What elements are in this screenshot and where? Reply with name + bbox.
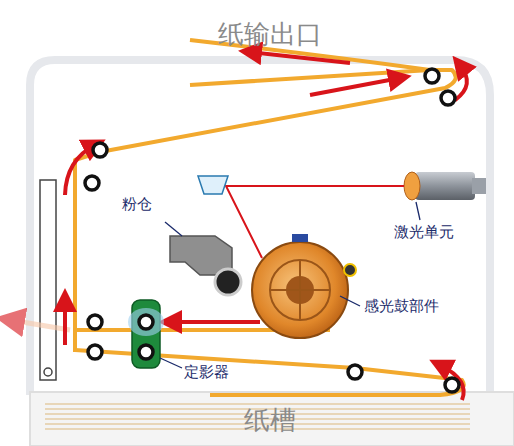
part-label: 激光单元 [394, 224, 454, 241]
part-label: 粉仓 [122, 196, 152, 213]
tray-label: 纸槽 [244, 403, 296, 438]
part-label: 感光鼓部件 [364, 298, 439, 315]
output-label: 纸输出口 [218, 20, 322, 49]
part-label: 定影器 [184, 364, 229, 381]
paper-tray-band: 纸槽 [238, 401, 302, 440]
